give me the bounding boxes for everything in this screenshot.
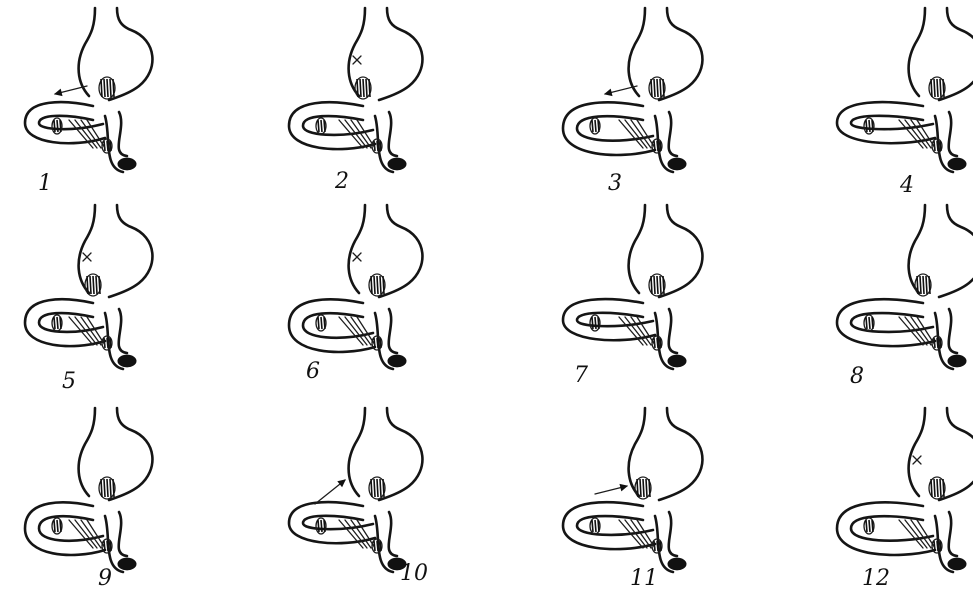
panel-number-label: 9 [98, 566, 112, 591]
bowel-lumen-opening [948, 558, 966, 570]
operation-scheme-panel [289, 205, 422, 369]
anastomosis-hatch [929, 477, 945, 499]
panel-number-label: 4 [899, 173, 914, 198]
operation-scheme-panel [563, 408, 702, 572]
anastomosis-hatch [649, 77, 665, 99]
anastomosis-hatch [52, 518, 62, 534]
bowel-lumen-opening [118, 158, 136, 170]
mesentery-strand [905, 520, 927, 548]
jejunal-loop [563, 102, 655, 155]
panel-number-label: 10 [400, 561, 428, 586]
bowel-lumen-opening [118, 558, 136, 570]
anastomosis-hatch [590, 315, 600, 331]
mesentery-strand [911, 520, 931, 548]
flow-arrow [595, 485, 627, 494]
panel-number-label: 2 [334, 169, 349, 194]
suture-mark [913, 456, 921, 464]
suture-mark [353, 253, 361, 261]
mesentery-strand [81, 520, 101, 548]
operation-scheme-panel [289, 8, 422, 172]
operation-scheme-panel [289, 408, 422, 572]
bowel-lumen-opening [948, 355, 966, 367]
jejunal-loop [563, 299, 655, 340]
mesentery-strand [75, 520, 97, 548]
operation-scheme-panel [837, 205, 973, 369]
anastomosis-hatch [52, 315, 62, 331]
anastomosis-hatch [316, 315, 326, 331]
jejunal-loop [289, 502, 375, 543]
operation-scheme-panel [25, 205, 152, 369]
anastomosis-hatch [929, 77, 945, 99]
panel-number-label: 12 [862, 566, 890, 591]
bowel-lumen-opening [668, 355, 686, 367]
flow-arrow [315, 480, 345, 504]
operation-scheme-panel [563, 205, 702, 369]
bowel-lumen-opening [388, 355, 406, 367]
anastomosis-hatch [864, 118, 874, 134]
jejunal-loop [837, 502, 935, 555]
mesentery-strand [625, 120, 647, 148]
flow-arrow [605, 86, 637, 95]
bowel-lumen-opening [118, 355, 136, 367]
anastomosis-hatch [355, 77, 371, 99]
anastomosis-hatch [369, 274, 385, 296]
mesentery-strand [631, 120, 651, 148]
anastomosis-hatch [52, 118, 62, 134]
anastomosis-hatch [369, 477, 385, 499]
bowel-lumen-opening [668, 158, 686, 170]
panel-number-label: 3 [608, 171, 622, 196]
jejunal-loop [837, 102, 935, 143]
stomach-stump [909, 205, 973, 297]
operation-scheme-panel [837, 8, 973, 172]
anastomosis-hatch [864, 518, 874, 534]
anastomosis-hatch [590, 118, 600, 134]
panel-number-label: 5 [62, 369, 76, 394]
anastomosis-hatch [590, 518, 600, 534]
anastomosis-hatch [99, 477, 115, 499]
operation-scheme-panel [25, 408, 152, 572]
operation-scheme-panel [25, 8, 152, 172]
suture-mark [353, 56, 361, 64]
anastomosis-hatch [915, 274, 931, 296]
suture-mark [83, 253, 91, 261]
anastomosis-hatch [635, 477, 651, 499]
anastomosis-hatch [85, 274, 101, 296]
anastomosis-hatch [649, 274, 665, 296]
flow-arrow [55, 86, 87, 95]
mesentery-strand [345, 317, 367, 345]
panel-number-label: 11 [630, 566, 658, 591]
operation-scheme-panel [563, 8, 702, 172]
panel-number-label: 6 [306, 359, 320, 384]
operation-scheme-panel [837, 408, 973, 572]
bowel-lumen-opening [948, 158, 966, 170]
panel-number-label: 1 [38, 171, 52, 196]
anastomosis-hatch [316, 518, 326, 534]
bowel-lumen-opening [388, 158, 406, 170]
panel-number-label: 7 [574, 363, 588, 388]
bowel-lumen-opening [668, 558, 686, 570]
anastomosis-hatch [99, 77, 115, 99]
mesentery-strand [351, 317, 371, 345]
panel-number-label: 8 [850, 364, 864, 389]
anastomosis-hatch [316, 118, 326, 134]
anastomosis-hatch [864, 315, 874, 331]
